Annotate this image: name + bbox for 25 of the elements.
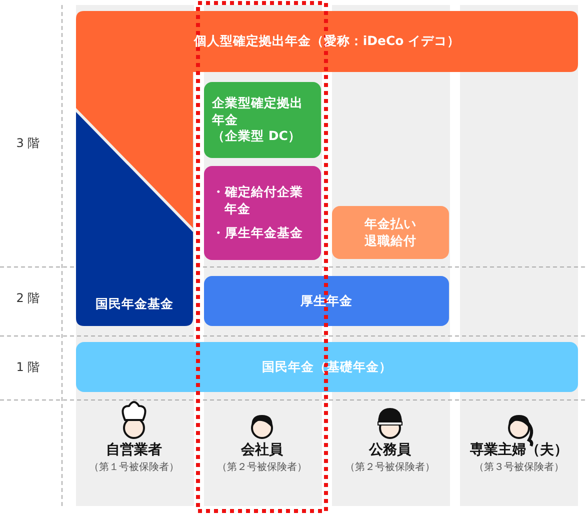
insured-type-label: 自営業者: [106, 441, 162, 459]
insured-category-label: （第２号被保険者）: [345, 460, 435, 474]
insured-category-label: （第２号被保険者）: [217, 460, 307, 474]
pension-label: ・厚生年金基金: [212, 225, 303, 242]
pension-label: 個人型確定拠出年金（愛称：iDeCo イデコ）: [194, 33, 460, 50]
pension-label: 厚生年金: [300, 292, 352, 310]
pension-label: 国民年金（基礎年金）: [262, 358, 392, 376]
pension-label: 企業型確定拠出年金: [212, 94, 304, 128]
pension-box: [76, 342, 578, 392]
pension-label: 年金払い退職給付: [363, 216, 418, 250]
pension-label: （企業型 DC）: [212, 128, 301, 146]
pension-box: [204, 82, 321, 158]
pension-box: [204, 166, 321, 260]
insured-category-label: （第１号被保険者）: [89, 460, 179, 474]
insured-type-label: 公務員: [369, 441, 411, 459]
pension-label: ・確定給付企業年金: [212, 184, 304, 218]
insured-type-label: 会社員: [241, 441, 283, 459]
pension-box: [332, 206, 449, 259]
floor-label: 3 階: [16, 135, 40, 152]
floor-label: 2 階: [16, 290, 40, 307]
insured-type-label: 専業主婦（夫）: [470, 441, 568, 459]
floor-label: 1 階: [16, 359, 40, 376]
pension-label: 国民年金基金: [96, 296, 174, 312]
insured-category-label: （第３号被保険者）: [474, 460, 564, 474]
pension-box: [204, 276, 449, 326]
